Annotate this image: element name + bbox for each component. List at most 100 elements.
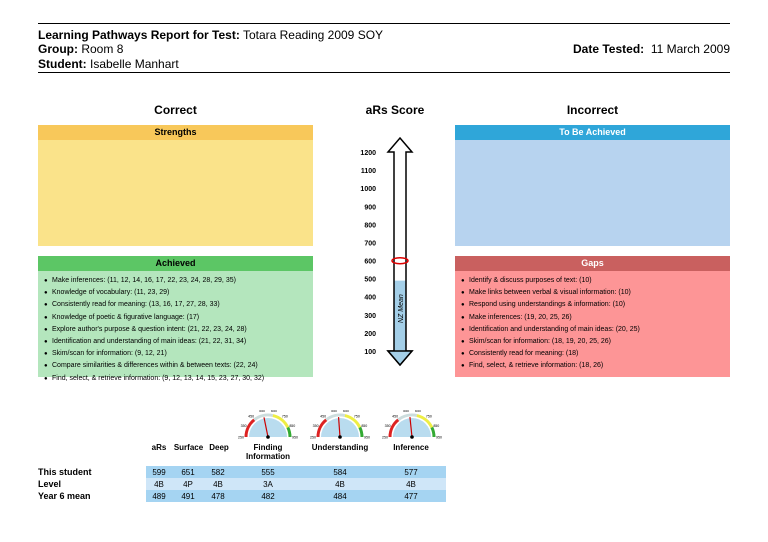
gauge-tick-label: 250 (310, 436, 316, 440)
strengths-panel (38, 140, 313, 246)
list-item: Find, select, & retrieve information: (1… (461, 360, 730, 372)
gauge-tick-label: 650 (343, 410, 349, 413)
gauge-tick-label: 850 (361, 424, 367, 428)
student-score-marker (391, 256, 409, 265)
gauge-band (416, 414, 434, 429)
gauge-tick-label: 350 (241, 424, 247, 428)
gauge-tick-label: 550 (331, 410, 337, 413)
scale-fill (394, 280, 406, 355)
group-line: Group: Room 8 (38, 42, 123, 56)
row-label-year-6-mean: Year 6 mean (38, 491, 91, 501)
table-header-surface: Surface (173, 443, 204, 452)
row-label-this-student: This student (38, 467, 92, 477)
gauge-band (244, 418, 256, 438)
correct-title: Correct (154, 103, 197, 117)
scale-arrow-base (386, 350, 414, 367)
gauge-hub (410, 435, 414, 439)
table-cell: 482 (261, 491, 275, 501)
table-cell: 555 (261, 467, 275, 477)
table-cell: 4B (335, 479, 345, 489)
gauge-tick-label: 750 (282, 414, 288, 418)
header-bottom-rule (38, 72, 730, 73)
achieved-panel: Make inferences: (11, 12, 14, 16, 17, 22… (38, 271, 313, 385)
gauge-band (253, 413, 274, 422)
gaps-list: Identify & discuss purposes of text: (10… (455, 271, 730, 373)
list-item: Consistently read for meaning: (18) (461, 348, 730, 360)
gauge-band (358, 426, 364, 438)
gauge-band (344, 414, 362, 429)
table-header-understanding: Understanding (311, 443, 369, 452)
table-cell: 489 (152, 491, 166, 501)
table-cell: 4B (406, 479, 416, 489)
table-header-deep: Deep (209, 443, 229, 452)
gauge-tick-label: 450 (248, 414, 254, 418)
results-table: 599 651 582 555 584 577 4B 4P 4B 3A 4B 4… (146, 466, 446, 502)
scale-tick-label: 1200 (360, 150, 376, 157)
gauge-tick-label: 850 (289, 424, 295, 428)
table-cell: 484 (333, 491, 347, 501)
gaps-panel: Identify & discuss purposes of text: (10… (455, 271, 730, 377)
gauge-band (272, 414, 290, 429)
gauge-band (325, 413, 346, 422)
gauge-tick-label: 450 (392, 414, 398, 418)
list-item: Skim/scan for information: (18, 19, 20, … (461, 336, 730, 348)
ars-score-scale: 120011001000900800700600500400300200100N… (360, 136, 414, 367)
table-row: 489 491 478 482 484 477 (146, 490, 446, 502)
scale-tick-label: 800 (364, 222, 376, 229)
gauge-hub (338, 435, 342, 439)
header-top-rule (38, 23, 730, 24)
list-item: Make inferences: (11, 12, 14, 16, 17, 22… (44, 275, 313, 287)
gauge-tick-label: 350 (385, 424, 391, 428)
row-label-level: Level (38, 479, 62, 489)
list-item: Skim/scan for information: (9, 12, 21) (44, 348, 313, 360)
gauge-tick-label: 950 (364, 436, 370, 440)
report-label: Learning Pathways Report for Test: (38, 28, 240, 42)
gauge-tick-label: 250 (382, 436, 388, 440)
scale-tick-label: 600 (364, 259, 376, 266)
list-item: Make inferences: (19, 20, 25, 26) (461, 312, 730, 324)
scale-tick-label: 700 (364, 240, 376, 247)
gauge-needle (409, 417, 413, 438)
gauge-tick-label: 950 (292, 436, 298, 440)
gauge-needle (337, 417, 341, 438)
scale-tick-label: 900 (364, 204, 376, 211)
list-item: Compare similarities & differences withi… (44, 360, 313, 372)
table-header-finding-information: Finding Information (246, 443, 290, 461)
table-cell: 599 (152, 467, 166, 477)
test-name: Totara Reading 2009 SOY (242, 28, 384, 42)
gauge-tick-label: 250 (238, 436, 244, 440)
gauge-tick-label: 750 (354, 414, 360, 418)
strengths-header: Strengths (38, 125, 313, 140)
achieved-list: Make inferences: (11, 12, 14, 16, 17, 22… (38, 271, 313, 385)
table-cell: 491 (181, 491, 195, 501)
gauge-face (249, 418, 287, 437)
table-cell: 4P (183, 479, 193, 489)
table-header-ars: aRs (151, 443, 167, 452)
table-cell: 478 (211, 491, 225, 501)
group-value: Room 8 (81, 42, 124, 56)
date-line: Date Tested: 11 March 2009 (573, 42, 730, 56)
scale-tick-label: 1100 (361, 168, 376, 175)
gaps-header: Gaps (455, 256, 730, 271)
list-item: Knowledge of vocabulary: (11, 23, 29) (44, 287, 313, 299)
gauge-band (397, 413, 418, 422)
scale-tick-label: 100 (364, 349, 376, 356)
list-item: Find, select, & retrieve information: (9… (44, 373, 313, 385)
incorrect-title: Incorrect (566, 103, 619, 117)
table-row: 599 651 582 555 584 577 (146, 466, 446, 478)
scale-tick-label: 500 (364, 277, 376, 284)
to-be-achieved-header: To Be Achieved (455, 125, 730, 140)
scale-tick-label: 1000 (360, 186, 376, 193)
gauge-tick-label: 350 (313, 424, 319, 428)
report-title: Learning Pathways Report for Test: Totar… (38, 28, 383, 42)
gauge-tick-label: 550 (259, 410, 265, 413)
gauge-hub (266, 435, 270, 439)
student-value: Isabelle Manhart (90, 57, 179, 71)
gauge-band (316, 418, 328, 438)
score-title: aRs Score (365, 103, 425, 117)
gauge-tick-label: 650 (415, 410, 421, 413)
gauge-face (321, 418, 359, 437)
date-value: 11 March 2009 (650, 42, 730, 56)
